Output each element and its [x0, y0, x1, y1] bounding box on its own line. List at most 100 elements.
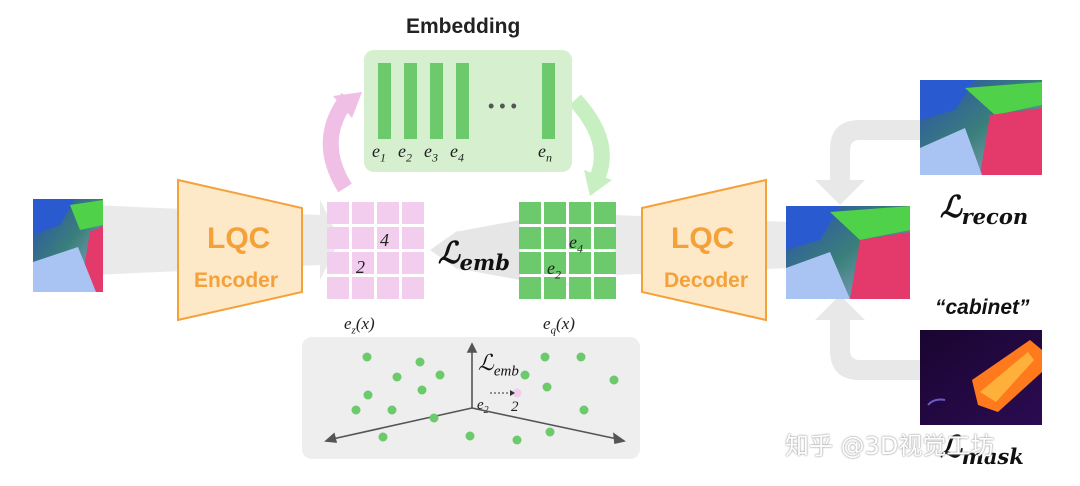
grid-ez-cell — [352, 252, 374, 274]
grid-eq-cell — [594, 277, 616, 299]
grid-eq-cell — [569, 202, 591, 224]
scatter-query-arrowhead — [510, 390, 515, 396]
embedding-bar-4 — [456, 63, 469, 139]
embedding-label-2: e2 — [398, 141, 412, 165]
scatter-e2-label: e2 — [477, 397, 489, 416]
scatter-axes — [324, 342, 626, 444]
loss-mask-label: ℒmask — [940, 430, 1024, 469]
grid-eq-cell — [569, 252, 591, 274]
embedding-label-n: en — [538, 141, 552, 165]
loss-emb-label: ℒemb — [438, 236, 510, 275]
loss-emb-L: ℒ — [438, 236, 460, 271]
scatter-point — [351, 405, 361, 415]
quantize-arrowhead-up — [333, 92, 362, 118]
lookup-arrow-down — [569, 94, 610, 179]
decoder-block — [641, 178, 767, 322]
scatter-point — [378, 432, 388, 442]
grid-ez-value-2: 2 — [356, 257, 365, 277]
grid-eq-e2-text: e — [547, 258, 555, 278]
recon-target-image — [920, 80, 1042, 175]
loss-mask-L: ℒ — [940, 430, 962, 465]
loss-mask-sub: mask — [961, 444, 1024, 469]
scatter-query-point — [512, 388, 522, 398]
grid-eq-value-e2: e2 — [547, 258, 561, 283]
lookup-arrowhead-down — [584, 170, 612, 196]
scatter-point — [609, 375, 619, 385]
grid-eq-cell — [544, 227, 566, 249]
grid-eq-e4-sub: 4 — [577, 241, 583, 256]
grid-eq-caption: eq(x) — [543, 314, 575, 337]
grid-ez-cell — [377, 202, 399, 224]
grid-eq-cell — [594, 252, 616, 274]
scatter-point — [415, 357, 425, 367]
grid-eq-cell — [544, 252, 566, 274]
decoded-image — [786, 206, 910, 299]
mask-image — [920, 330, 1042, 425]
grid-eq-cell — [594, 202, 616, 224]
scatter-point — [387, 405, 397, 415]
grid-ez-cell — [352, 277, 374, 299]
grid-eq-cell — [519, 277, 541, 299]
scatter-point — [362, 352, 372, 362]
scatter-point — [392, 372, 402, 382]
grid-ez-cell — [402, 227, 424, 249]
scatter-loss-label: ℒemb — [478, 350, 519, 380]
grid-ez-cell — [352, 227, 374, 249]
grid-eq-value-e4: e4 — [569, 232, 583, 257]
scatter-point — [465, 431, 475, 441]
grid-eq-cell — [519, 227, 541, 249]
grid-ez-cell — [402, 252, 424, 274]
scatter-2-label: 2 — [511, 399, 519, 415]
grid-ez-cell — [352, 202, 374, 224]
embedding-bar-1 — [378, 63, 391, 139]
grid-eq-cell — [594, 227, 616, 249]
embedding-title: Embedding — [406, 15, 521, 38]
encoder-label-main: LQC — [207, 222, 271, 255]
loss-recon-label: ℒrecon — [940, 190, 1028, 229]
scatter-point — [417, 385, 427, 395]
embedding-bars — [378, 63, 555, 139]
encoder-block — [177, 178, 303, 322]
grid-ez-caption: ez(x) — [344, 314, 375, 337]
grid-ez-cell — [327, 202, 349, 224]
scatter-point — [540, 352, 550, 362]
embedding-ellipsis: • • • — [488, 96, 517, 116]
grid-ez-cell — [327, 252, 349, 274]
grid-eq-cell — [544, 202, 566, 224]
scatter-point — [435, 370, 445, 380]
grid-ez — [327, 202, 424, 299]
grid-ez-cell — [377, 277, 399, 299]
scatter-point — [579, 405, 589, 415]
embedding-label-1: e1 — [372, 141, 386, 165]
embedding-label-3: e3 — [424, 141, 438, 165]
grid-ez-cell — [377, 252, 399, 274]
loss-emb-sub: emb — [459, 250, 510, 275]
grid-eq-cell — [569, 277, 591, 299]
scatter-point — [363, 390, 373, 400]
encoder-label-sub: Encoder — [194, 269, 279, 292]
grid-eq-cell — [519, 252, 541, 274]
grid-ez-cell — [327, 277, 349, 299]
grid-eq — [519, 202, 616, 299]
grid-ez-cell — [402, 202, 424, 224]
mask-loss-arrow — [815, 295, 920, 380]
loss-recon-sub: recon — [961, 204, 1029, 229]
input-image — [33, 199, 103, 292]
grid-eq-e2-sub: 2 — [555, 267, 561, 282]
embedding-bar-2 — [404, 63, 417, 139]
grid-ez-value-4: 4 — [380, 230, 389, 250]
scatter-loss-sub: emb — [493, 363, 519, 380]
grid-eq-cell — [569, 227, 591, 249]
scatter-loss-L: ℒ — [478, 350, 494, 375]
latent-scatter-panel — [302, 337, 640, 459]
scatter-point — [520, 370, 530, 380]
decoder-label-sub: Decoder — [664, 269, 749, 292]
embedding-bar-5 — [542, 63, 555, 139]
embedding-bar-3 — [430, 63, 443, 139]
scatter-point — [542, 382, 552, 392]
grid-eq-e4-text: e — [569, 232, 577, 252]
quantize-arrow-up — [322, 93, 355, 193]
decoder-label-main: LQC — [671, 222, 735, 255]
